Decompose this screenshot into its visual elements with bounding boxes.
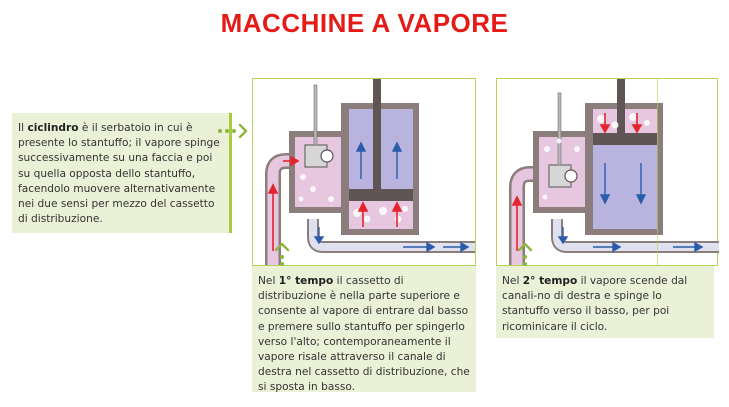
steam-engine-first-stroke-diagram: [265, 79, 475, 265]
caption-second-stroke: Nel 2° tempo il vapore scende dal canali…: [496, 266, 714, 338]
piston: [349, 189, 413, 201]
intro-text-start: Il: [18, 122, 28, 134]
caption-text-start: Nel: [258, 275, 279, 287]
piston: [593, 133, 657, 145]
intro-text-rest: è il serbatoio in cui è presente lo stan…: [18, 122, 220, 226]
caption-paragraph: Nel 2° tempo il vapore scende dal canali…: [502, 274, 708, 335]
intro-keyword: ciclindro: [27, 122, 79, 134]
connector-right-icon: [218, 123, 248, 139]
intro-paragraph: Il ciclindro è il serbatoio in cui è pre…: [18, 121, 221, 227]
diagram-panel-second-stroke: [496, 78, 719, 266]
caption-text-rest: il vapore scende dal canali-no di destra…: [502, 275, 688, 333]
caption-paragraph: Nel 1° tempo il cassetto di distribuzion…: [258, 274, 470, 396]
diagram-panel-first-stroke: [252, 78, 476, 266]
caption-keyword: 2° tempo: [522, 275, 578, 287]
caption-text-start: Nel: [502, 275, 523, 287]
steam-engine-second-stroke-diagram: [509, 79, 719, 265]
caption-text-rest: il cassetto di distribuzione è nella par…: [258, 275, 470, 394]
piston-rod: [373, 79, 381, 191]
piston-rod: [617, 79, 625, 135]
caption-keyword: 1° tempo: [278, 275, 334, 287]
caption-first-stroke: Nel 1° tempo il cassetto di distribuzion…: [252, 266, 476, 393]
intro-text-box: Il ciclindro è il serbatoio in cui è pre…: [12, 113, 232, 233]
page-title: MACCHINE A VAPORE: [220, 8, 509, 38]
